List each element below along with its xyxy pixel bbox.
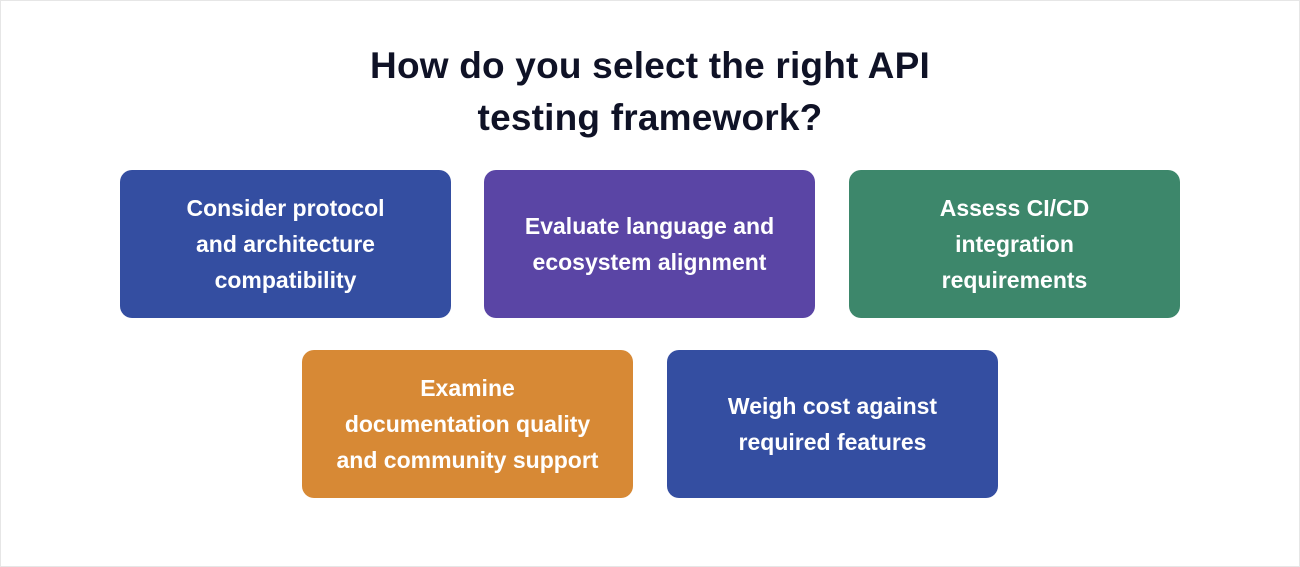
box-text-line: integration — [955, 231, 1074, 257]
box-text-line: Examine — [420, 375, 515, 401]
box-documentation-community: Examine documentation quality and commun… — [302, 350, 633, 498]
box-text-line: Assess CI/CD — [939, 195, 1090, 221]
title-line-2: testing framework? — [477, 97, 823, 138]
box-text-line: requirements — [941, 267, 1088, 293]
box-text-line: Weigh cost against — [727, 393, 938, 419]
box-protocol-architecture: Consider protocol and architecture compa… — [120, 170, 451, 318]
box-text-line: Evaluate language and — [524, 213, 775, 239]
box-text-line: Consider protocol — [186, 195, 385, 221]
box-text-line: compatibility — [214, 267, 357, 293]
box-cicd-integration: Assess CI/CD integration requirements — [849, 170, 1180, 318]
diagram-title: How do you select the right API testing … — [0, 40, 1300, 144]
box-text-line: and community support — [336, 447, 599, 473]
box-language-ecosystem: Evaluate language and ecosystem alignmen… — [484, 170, 815, 318]
box-text-line: and architecture — [196, 231, 375, 257]
title-line-1: How do you select the right API — [370, 45, 930, 86]
box-text-line: required features — [738, 429, 927, 455]
box-cost-features: Weigh cost against required features — [667, 350, 998, 498]
box-text-line: documentation quality — [344, 411, 591, 437]
box-text-line: ecosystem alignment — [532, 249, 767, 275]
